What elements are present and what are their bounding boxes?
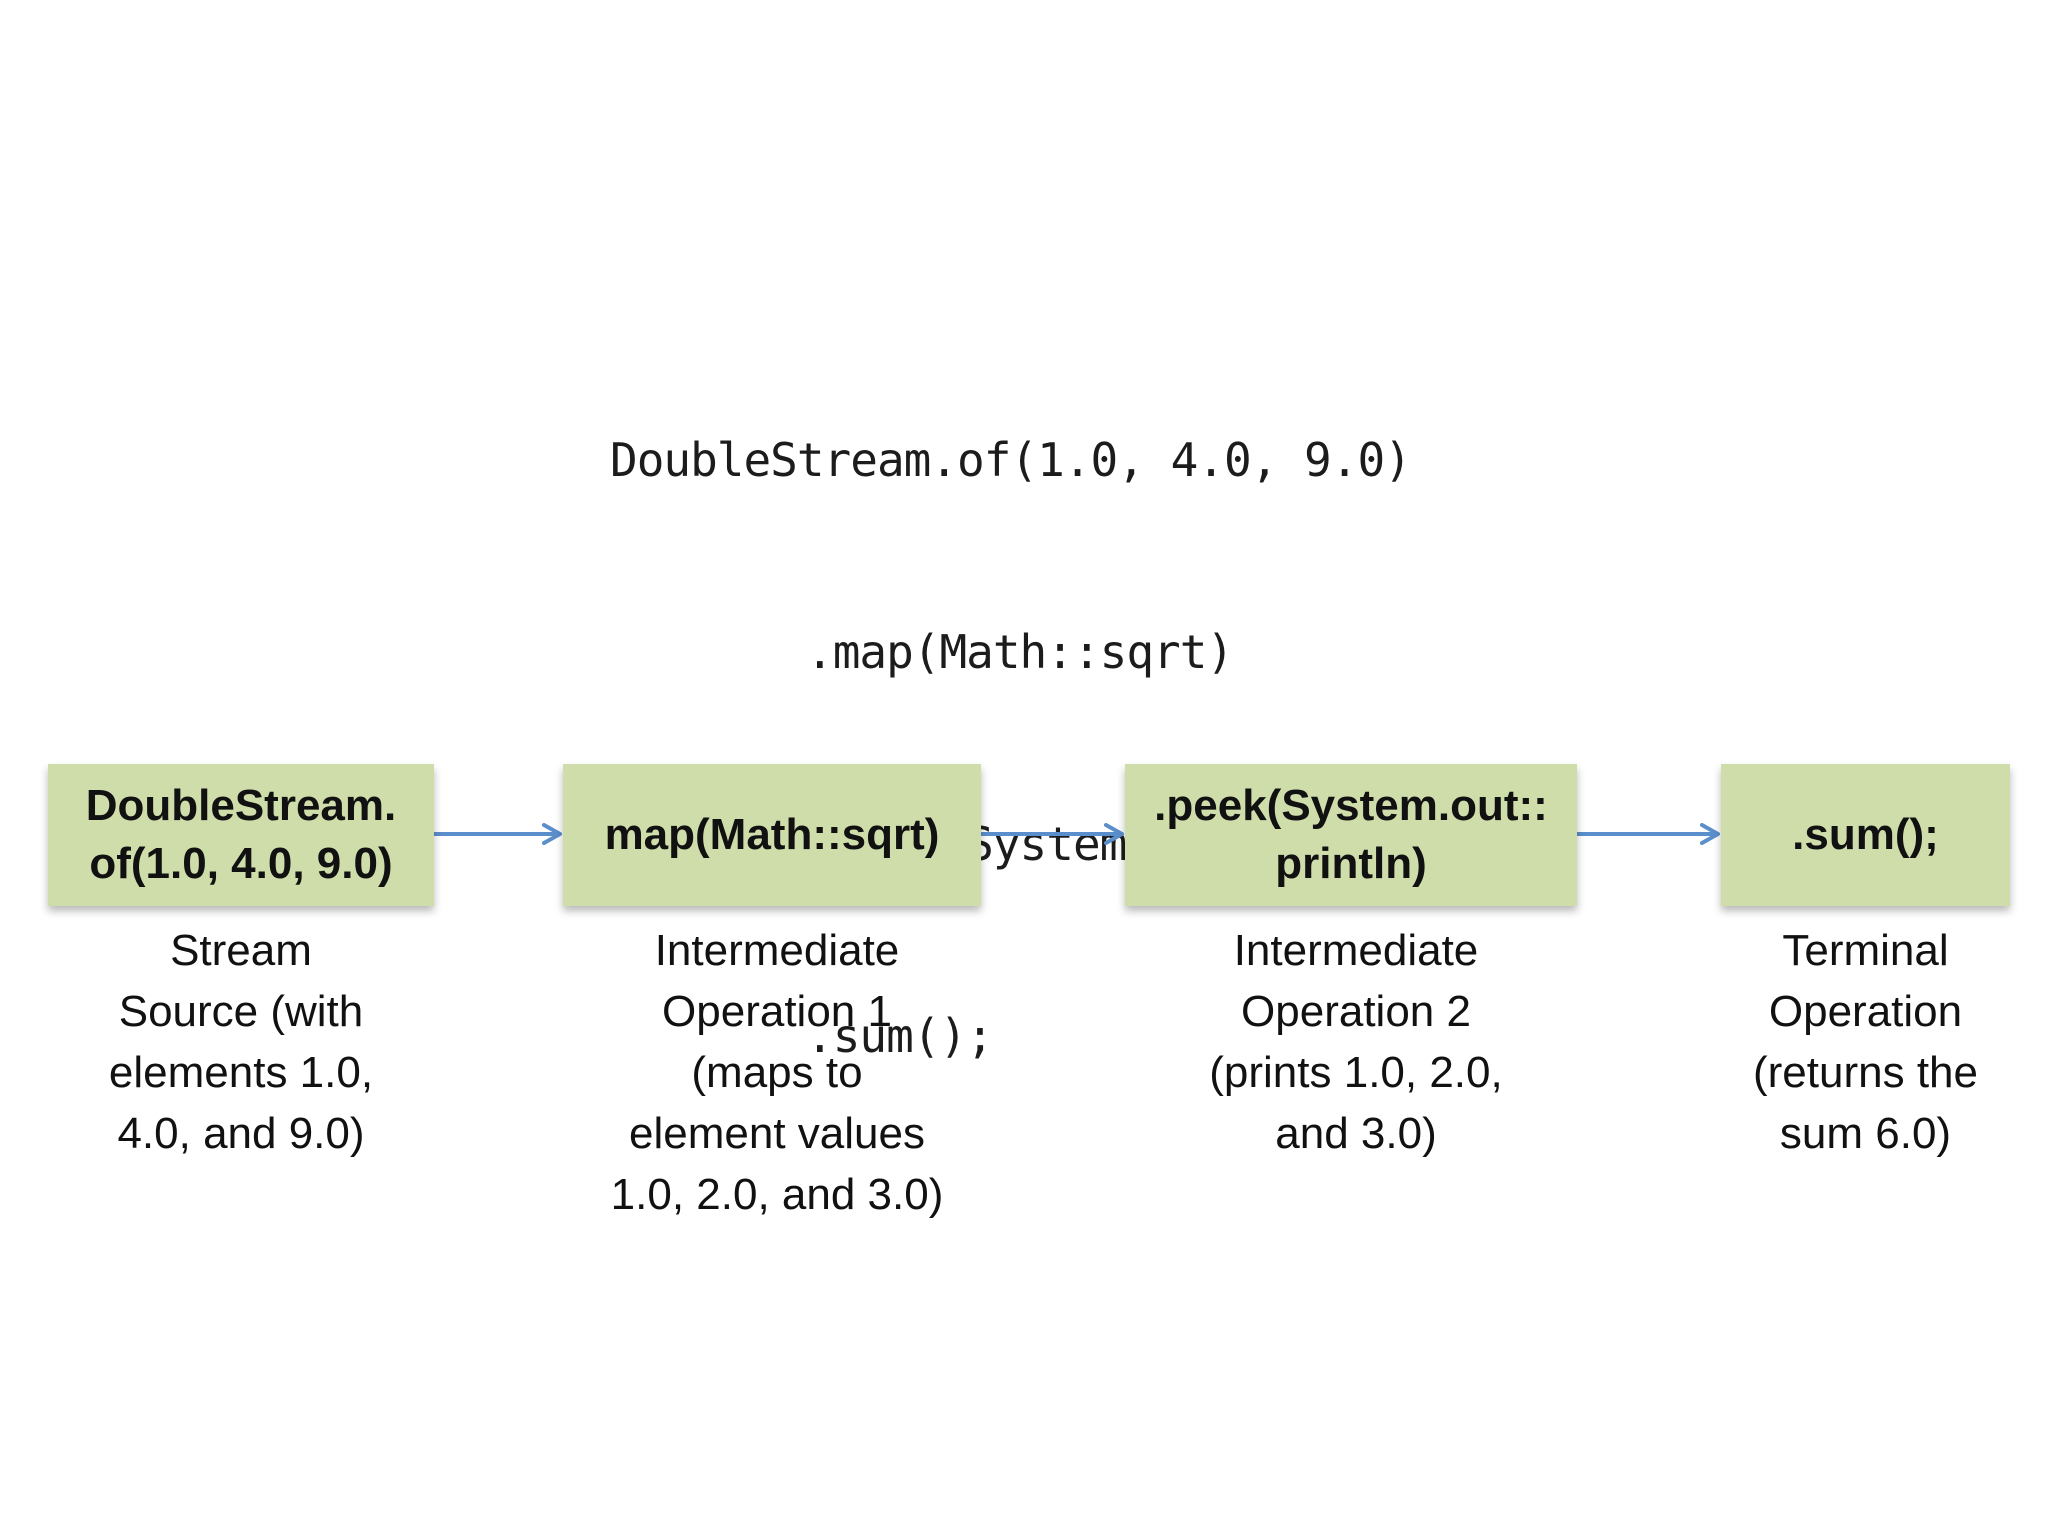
label-line: Intermediate [654,926,900,975]
node-title-line: of(1.0, 4.0, 9.0) [89,839,393,888]
label-line: Intermediate [1233,926,1479,975]
node-peek-operation: .peek(System.out:: println) [1125,764,1577,906]
node-sum-operation: .sum(); [1721,764,2010,906]
label-line: Source (with [118,987,364,1036]
node-title-line: .peek(System.out:: [1154,781,1548,830]
label-line: sum 6.0) [1779,1109,1952,1158]
label-line: 1.0, 2.0, and 3.0) [610,1170,944,1219]
node-title-line: .sum(); [1792,810,1939,859]
label-line: and 3.0) [1275,1109,1437,1158]
node-stream-source: DoubleStream. of(1.0, 4.0, 9.0) [48,764,434,906]
code-line-sum: .sum(); [806,1009,994,1063]
label-line: (returns the [1753,1048,1978,1097]
label-line: 4.0, and 9.0) [117,1109,365,1158]
label-line: (prints 1.0, 2.0, [1209,1048,1503,1097]
label-intermediate-operation-2: Intermediate Operation 2 (prints 1.0, 2.… [1125,920,1587,1164]
label-line: element values [629,1109,925,1158]
node-title-line: map(Math::sqrt) [604,810,940,859]
code-line-source: DoubleStream.of(1.0, 4.0, 9.0) [610,433,1412,487]
node-title-line: DoubleStream. [85,781,397,830]
node-stream-source-title: DoubleStream. of(1.0, 4.0, 9.0) [86,777,397,893]
label-line: Operation 2 [1241,987,1471,1036]
label-terminal-operation: Terminal Operation (returns the sum 6.0) [1721,920,2010,1164]
label-stream-source: Stream Source (with elements 1.0, 4.0, a… [48,920,434,1164]
node-map-operation-title: map(Math::sqrt) [605,806,940,864]
label-line: Stream [170,926,312,975]
code-line-map: .map(Math::sqrt) [806,625,1234,679]
label-line: Operation [1768,987,1963,1036]
label-line: elements 1.0, [108,1048,374,1097]
label-line: Terminal [1782,926,1949,975]
node-peek-operation-title: .peek(System.out:: println) [1154,777,1548,893]
node-map-operation: map(Math::sqrt) [563,764,981,906]
node-sum-operation-title: .sum(); [1792,806,1939,864]
label-line: Operation 1 [662,987,892,1036]
node-title-line: println) [1275,839,1427,888]
label-intermediate-operation-1: Intermediate Operation 1 (maps to elemen… [563,920,991,1225]
label-line: (maps to [691,1048,863,1097]
